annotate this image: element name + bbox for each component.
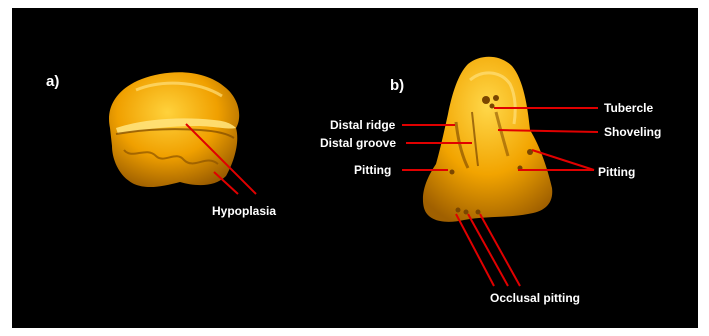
panel-label-a: a) <box>46 73 59 90</box>
label-occlusal-pitting: Occlusal pitting <box>490 291 580 305</box>
occlusal-pitting-leader-3 <box>480 214 520 286</box>
tooth-a <box>109 72 239 187</box>
panel-label-b: b) <box>390 77 404 94</box>
label-pitting-left: Pitting <box>354 163 391 177</box>
label-tubercle: Tubercle <box>604 101 653 115</box>
label-distal-groove: Distal groove <box>320 136 396 150</box>
label-shoveling: Shoveling <box>604 125 661 139</box>
label-pitting-right: Pitting <box>598 165 635 179</box>
label-hypoplasia: Hypoplasia <box>212 204 276 218</box>
label-distal-ridge: Distal ridge <box>330 118 396 132</box>
tooth-b <box>423 57 552 222</box>
tooth-b-crown <box>423 57 552 222</box>
